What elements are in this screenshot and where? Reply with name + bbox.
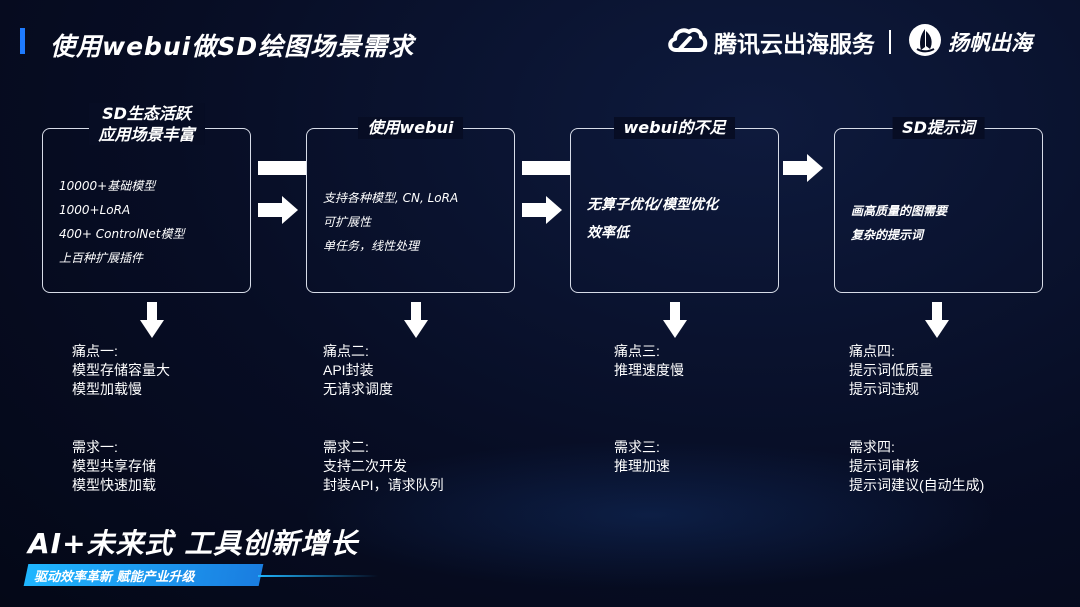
pain-point-label: 痛点二: bbox=[323, 343, 369, 359]
footer-banner-tail bbox=[258, 575, 378, 577]
card-line: 400+ ControlNet模型 bbox=[59, 227, 185, 241]
card-title-line: 应用场景丰富 bbox=[98, 125, 195, 144]
requirement-1: 需求一: 模型共享存储 模型快速加载 bbox=[72, 438, 156, 495]
brand-tencent-text: 腾讯云出海服务 bbox=[714, 32, 875, 58]
footer-slogan: AI+未来式 工具创新增长 bbox=[28, 527, 359, 560]
requirement-line: 提示词审核 bbox=[849, 458, 919, 474]
brand-yangfan: 扬帆出海 bbox=[908, 22, 1032, 62]
requirement-line: 模型快速加载 bbox=[72, 477, 156, 493]
card-line: 无算子优化/模型优化 bbox=[587, 197, 719, 213]
arrow-right-icon bbox=[807, 154, 823, 182]
connector-bar bbox=[522, 161, 570, 175]
card-line: 可扩展性 bbox=[323, 215, 372, 229]
card-content: 10000+基础模型 1000+LoRA 400+ ControlNet模型 上… bbox=[59, 174, 184, 270]
arrow-right-icon bbox=[258, 203, 282, 217]
requirement-line: 模型共享存储 bbox=[72, 458, 156, 474]
card-title: webui的不足 bbox=[613, 117, 736, 139]
footer-banner-text: 驱动效率革新 赋能产业升级 bbox=[34, 570, 195, 585]
requirement-line: 提示词建议(自动生成) bbox=[849, 477, 985, 493]
pain-point-label: 痛点四: bbox=[849, 343, 895, 359]
card-title: SD提示词 bbox=[892, 117, 985, 139]
requirement-2: 需求二: 支持二次开发 封装API，请求队列 bbox=[323, 438, 444, 495]
pain-point-2: 痛点二: API封装 无请求调度 bbox=[323, 342, 393, 399]
card-line: 效率低 bbox=[587, 225, 629, 241]
pain-point-label: 痛点一: bbox=[72, 343, 118, 359]
pain-point-3: 痛点三: 推理速度慢 bbox=[614, 342, 684, 380]
arrow-right-icon bbox=[783, 161, 807, 175]
arrow-down-icon bbox=[140, 302, 164, 338]
requirement-4: 需求四: 提示词审核 提示词建议(自动生成) bbox=[849, 438, 984, 495]
card-use-webui: 使用webui 支持各种模型, CN, LoRA 可扩展性 单任务，线性处理 bbox=[306, 117, 515, 293]
card-webui-shortcomings: webui的不足 无算子优化/模型优化 效率低 bbox=[570, 117, 779, 293]
card-sd-prompt: SD提示词 画高质量的图需要 复杂的提示词 bbox=[834, 117, 1043, 293]
pain-point-1: 痛点一: 模型存储容量大 模型加载慢 bbox=[72, 342, 170, 399]
card-line: 画高质量的图需要 bbox=[851, 204, 948, 218]
card-content: 无算子优化/模型优化 效率低 bbox=[587, 191, 718, 247]
card-line: 支持各种模型, CN, LoRA bbox=[323, 191, 459, 205]
card-line: 单任务，线性处理 bbox=[323, 239, 420, 253]
requirement-label: 需求二: bbox=[323, 439, 369, 455]
background-glow bbox=[300, 440, 1000, 590]
card-sd-ecosystem: SD生态活跃 应用场景丰富 10000+基础模型 1000+LoRA 400+ … bbox=[42, 103, 251, 293]
pain-point-line: 无请求调度 bbox=[323, 381, 393, 397]
brand-divider bbox=[889, 30, 891, 54]
card-line: 1000+LoRA bbox=[59, 203, 131, 217]
card-title: 使用webui bbox=[357, 117, 464, 139]
sail-logo-icon bbox=[908, 23, 942, 62]
pain-point-line: 模型加载慢 bbox=[72, 381, 142, 397]
requirement-label: 需求三: bbox=[614, 439, 660, 455]
arrow-down-icon bbox=[404, 302, 428, 338]
arrow-right-icon bbox=[546, 196, 562, 224]
cloud-logo-icon bbox=[666, 24, 708, 60]
pain-point-line: API封装 bbox=[323, 362, 374, 378]
card-line: 上百种扩展插件 bbox=[59, 251, 144, 265]
requirement-line: 支持二次开发 bbox=[323, 458, 407, 474]
requirement-line: 封装API，请求队列 bbox=[323, 477, 444, 493]
card-title-line: SD生态活跃 bbox=[102, 104, 191, 123]
title-accent-bar bbox=[20, 28, 25, 54]
card-line: 10000+基础模型 bbox=[59, 179, 156, 193]
card-title: SD生态活跃 应用场景丰富 bbox=[88, 103, 205, 145]
brand-tencent: 腾讯云出海服务 bbox=[666, 22, 875, 62]
page-title: 使用webui做SD绘图场景需求 bbox=[50, 32, 415, 61]
arrow-right-icon bbox=[282, 196, 298, 224]
pain-point-line: 推理速度慢 bbox=[614, 362, 684, 378]
arrow-right-icon bbox=[522, 203, 546, 217]
pain-point-line: 提示词违规 bbox=[849, 381, 919, 397]
pain-point-label: 痛点三: bbox=[614, 343, 660, 359]
requirement-label: 需求一: bbox=[72, 439, 118, 455]
arrow-down-icon bbox=[925, 302, 949, 338]
pain-point-line: 提示词低质量 bbox=[849, 362, 933, 378]
card-content: 支持各种模型, CN, LoRA 可扩展性 单任务，线性处理 bbox=[323, 186, 458, 258]
pain-point-line: 模型存储容量大 bbox=[72, 362, 170, 378]
connector-bar bbox=[258, 161, 306, 175]
requirement-line: 推理加速 bbox=[614, 458, 670, 474]
requirement-3: 需求三: 推理加速 bbox=[614, 438, 670, 476]
card-line: 复杂的提示词 bbox=[851, 228, 924, 242]
arrow-down-icon bbox=[663, 302, 687, 338]
requirement-label: 需求四: bbox=[849, 439, 895, 455]
pain-point-4: 痛点四: 提示词低质量 提示词违规 bbox=[849, 342, 933, 399]
card-content: 画高质量的图需要 复杂的提示词 bbox=[851, 199, 947, 247]
brand-yangfan-text: 扬帆出海 bbox=[948, 31, 1032, 55]
